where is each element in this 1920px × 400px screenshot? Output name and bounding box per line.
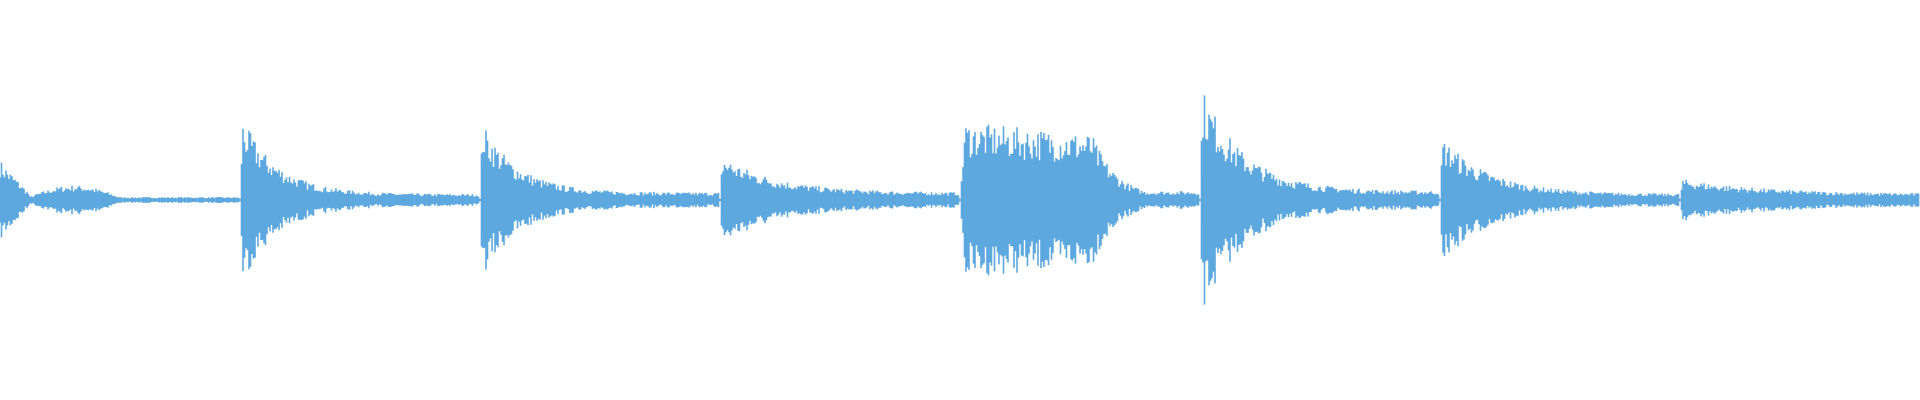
waveform-trace <box>0 95 1920 305</box>
